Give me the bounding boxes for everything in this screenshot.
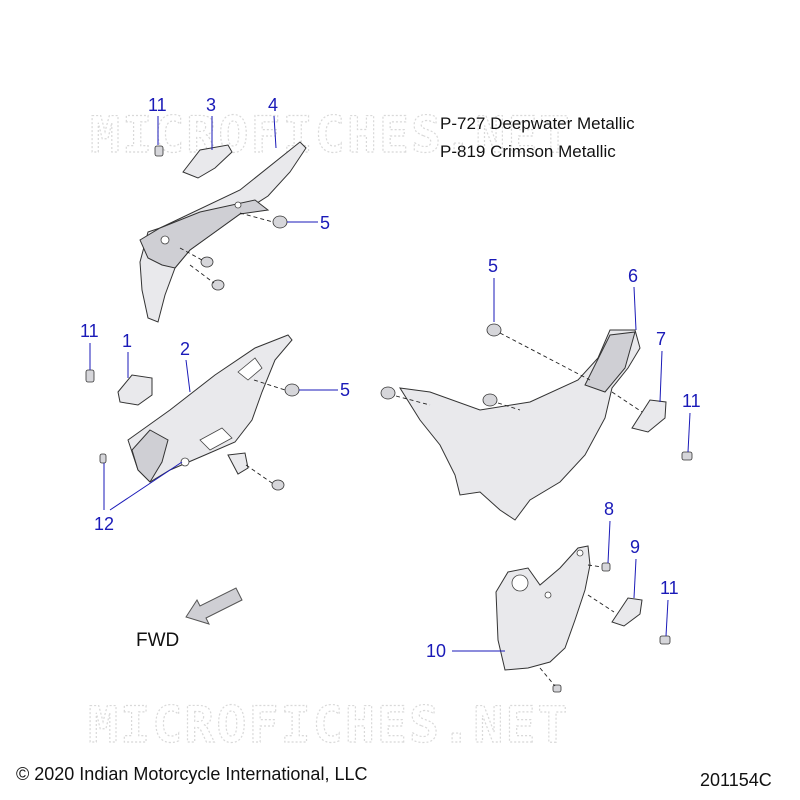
callout-10: 10 [426,641,446,661]
grommet-upper-2 [211,279,225,291]
callout-5b: 5 [340,380,350,400]
callout-11b: 11 [80,321,99,341]
part-3-bracket [182,144,233,179]
fastener-10 [552,684,562,693]
callout-9: 9 [630,537,640,557]
callout-11a: 11 [148,95,167,115]
part-7-bracket [631,399,667,433]
part-4-upper-panel [139,141,307,323]
part-10-lower-cover [495,545,591,671]
grommet-5a [272,215,288,229]
paint-code-1: P-727 Deepwater Metallic [440,114,635,133]
grommet-upper-1 [200,256,214,268]
drawing-number: 201154C [700,770,772,790]
callout-12: 12 [94,514,114,534]
watermark-top: MICROFICHES.NET [90,106,572,164]
callout-1: 1 [122,331,132,351]
fastener-11a [154,145,164,157]
callout-2: 2 [180,339,190,359]
part-2-lower-panel [127,334,293,483]
callout-5c: 5 [488,256,498,276]
callout-6: 6 [628,266,638,286]
callout-11c: 11 [682,391,701,411]
fastener-11d [659,635,671,645]
fastener-12 [99,453,107,464]
callout-7: 7 [656,329,666,349]
callout-3: 3 [206,95,216,115]
fastener-11c [681,451,693,461]
paint-code-2: P-819 Crimson Metallic [440,142,616,161]
forward-arrow [185,587,243,625]
grommet-6b [482,393,498,407]
callout-8: 8 [604,499,614,519]
grommet-6a [380,386,396,400]
grommet-5b [284,383,300,397]
watermark-bottom: MICROFICHES.NET [88,696,570,754]
callout-11d: 11 [660,578,679,598]
forward-label: FWD [136,630,179,651]
part-1-bracket [117,374,153,406]
callout-5a: 5 [320,213,330,233]
grommet-5c [486,323,502,337]
callout-4: 4 [268,95,278,115]
part-6-side-cover [399,329,641,521]
copyright-text: © 2020 Indian Motorcycle International, … [16,764,367,784]
fastener-11b [85,369,95,383]
grommet-lower [271,479,285,491]
fastener-8 [601,562,611,572]
part-9-bracket [611,597,643,627]
